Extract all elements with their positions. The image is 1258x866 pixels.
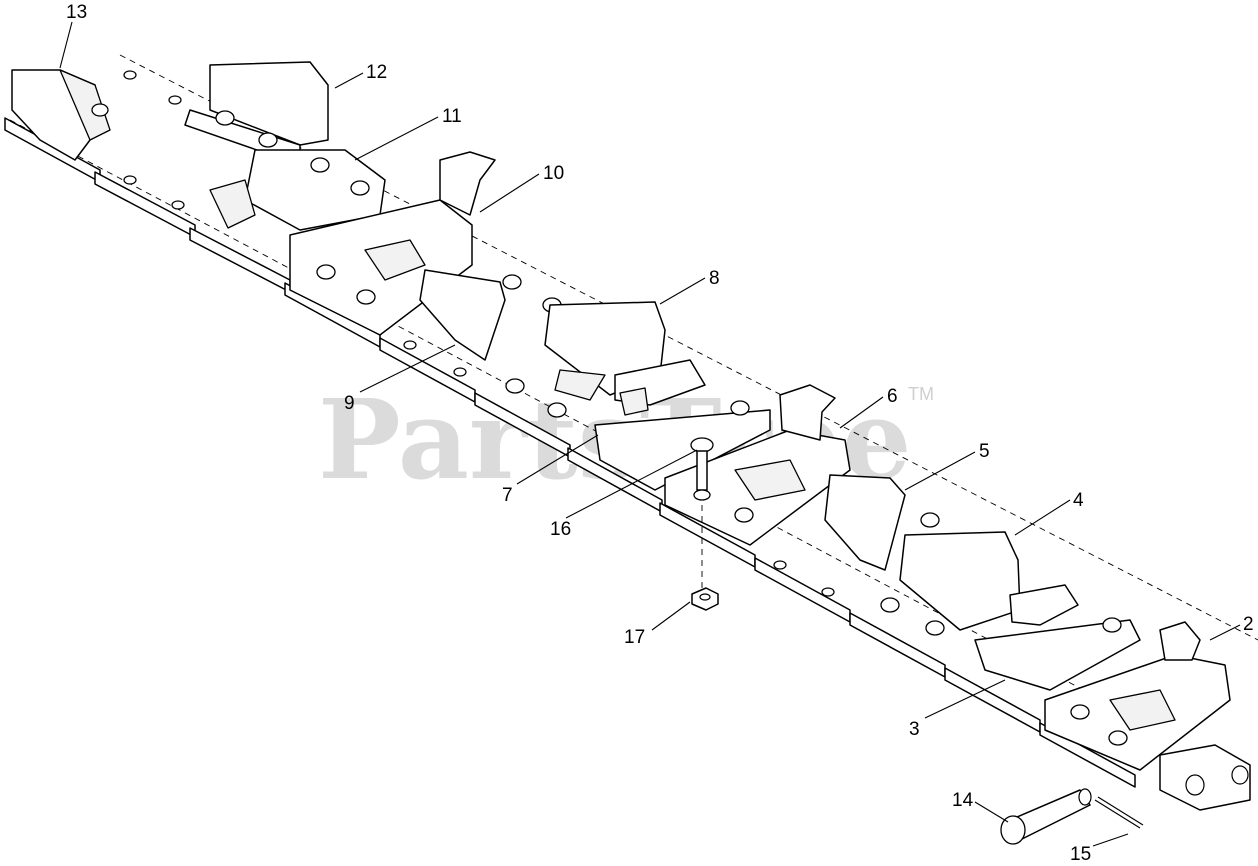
- tooth-assembly-part-3: [974, 584, 1141, 691]
- chain-link-holes: [123, 70, 835, 597]
- chain-plates: [4, 117, 1136, 788]
- cotter-part-15: [1094, 796, 1144, 829]
- callouts: 13 12 11 10 8 9 6 7 16 5 4 2 3 17 14 15: [66, 2, 1254, 865]
- callout-17: 17: [624, 627, 645, 648]
- callout-14: 14: [952, 790, 974, 811]
- nut-part-17: [691, 587, 719, 611]
- callout-11: 11: [442, 106, 462, 127]
- callout-7: 7: [502, 485, 513, 506]
- guide-plate-part-4: [880, 531, 1021, 636]
- callout-12: 12: [366, 62, 387, 83]
- tooth-assembly-part-2: [1044, 621, 1231, 771]
- bolt-part-16: [690, 437, 714, 590]
- callout-15: 15: [1070, 844, 1091, 865]
- callout-2: 2: [1243, 614, 1254, 635]
- chain-end-links: [1159, 744, 1251, 811]
- callout-9: 9: [344, 393, 355, 414]
- callout-13: 13: [66, 2, 87, 23]
- bracket-part-11: [209, 149, 386, 231]
- bracket-part-13: [11, 69, 111, 161]
- watermark-trademark: TM: [908, 384, 934, 404]
- bracket-part-5: [824, 474, 970, 571]
- callout-6: 6: [887, 386, 898, 407]
- tooth-assembly-part-6: [664, 384, 851, 546]
- bracket-part-9: [419, 269, 562, 361]
- callout-10: 10: [543, 163, 564, 184]
- callout-16: 16: [550, 519, 571, 540]
- pin-part-14: [1000, 788, 1092, 845]
- callout-8: 8: [709, 268, 720, 289]
- leader-lines: [59, 21, 1241, 847]
- tooth-assembly-part-10: [289, 151, 496, 336]
- callout-4: 4: [1073, 490, 1084, 511]
- callout-3: 3: [909, 719, 920, 740]
- callout-5: 5: [979, 441, 990, 462]
